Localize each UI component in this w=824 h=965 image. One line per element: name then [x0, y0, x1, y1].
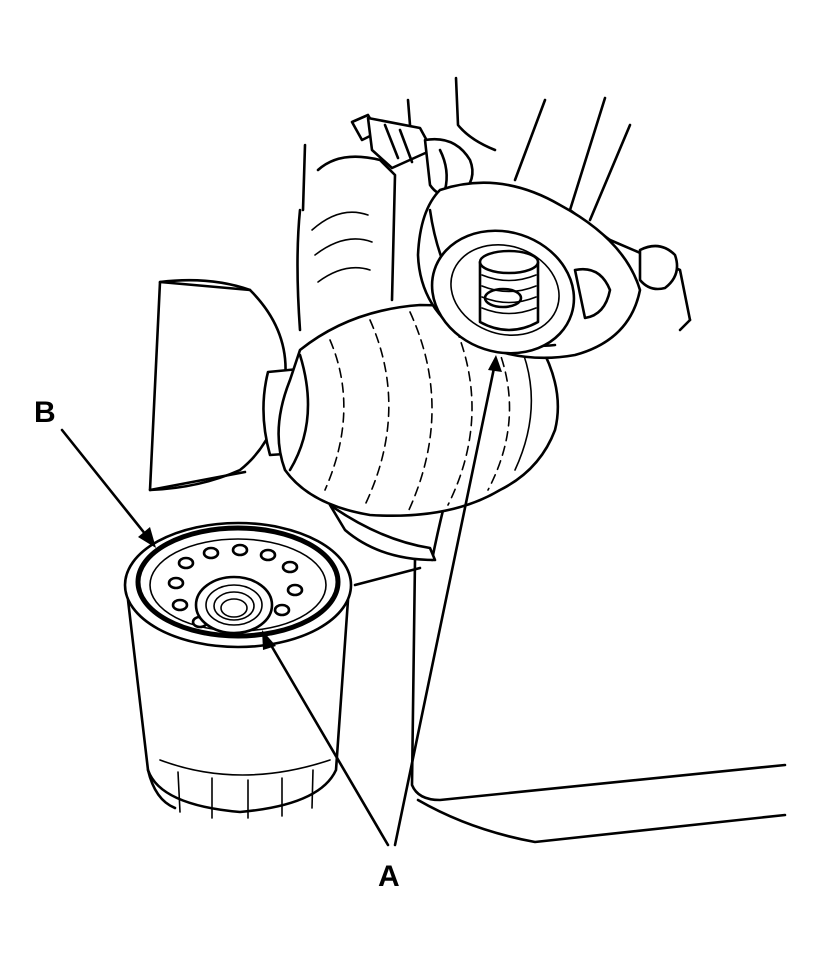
- oil-filter: [123, 521, 353, 819]
- leader-lines: [60, 355, 502, 847]
- engine-block-outline: [353, 76, 787, 844]
- sensor-connector: [350, 113, 474, 198]
- drive-shaft-boot: [148, 278, 560, 562]
- oil-filter-threaded-fitting: [478, 249, 540, 332]
- transmission-housing: [296, 143, 397, 332]
- callout-a-label: A: [378, 860, 400, 893]
- callout-b-label: B: [34, 396, 56, 429]
